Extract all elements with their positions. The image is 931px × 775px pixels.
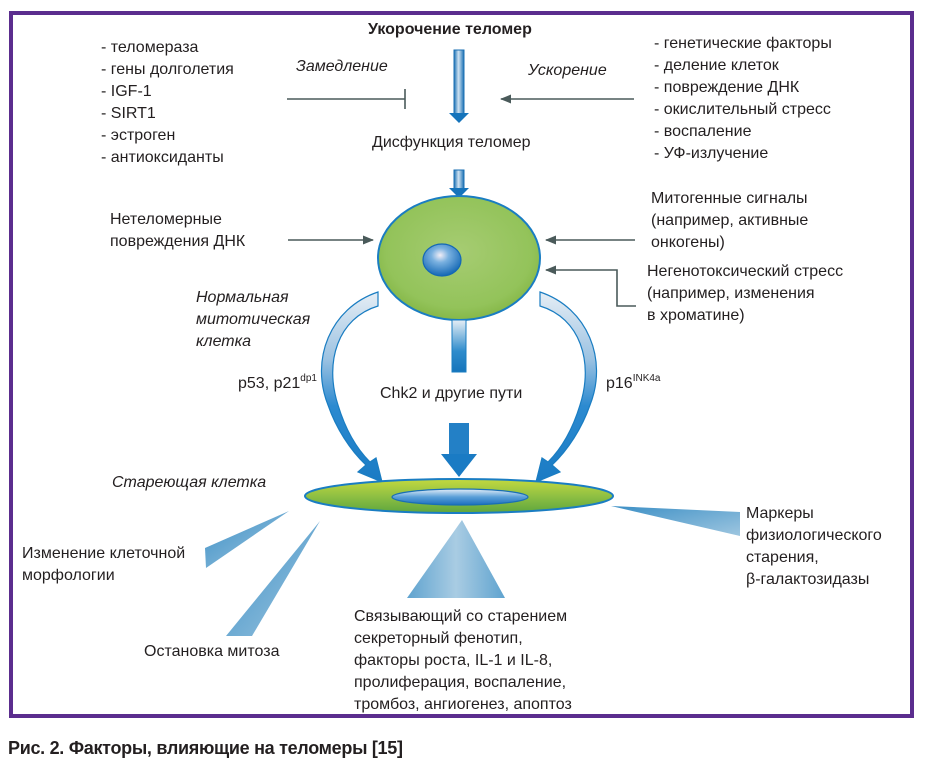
inhibition-connector xyxy=(287,89,406,109)
normal-cell-line: клетка xyxy=(196,333,252,350)
acceleration-label: Ускорение xyxy=(528,62,607,79)
mitogenic-line: онкогены) xyxy=(651,234,725,251)
markers-line: β-галактозидазы xyxy=(746,571,870,588)
arrow-dysfunction-to-cell xyxy=(449,169,469,198)
pathway-p16-superscript: INK4a xyxy=(632,373,661,384)
slowdown-label: Замедление xyxy=(296,58,388,75)
left-pathway-arrow xyxy=(320,291,383,484)
slowdown-factor: - теломераза xyxy=(101,39,199,56)
sasp-line: Связывающий со старением xyxy=(354,608,568,625)
slowdown-factor-list: - теломераза - гены долголетия - IGF-1 -… xyxy=(101,37,234,169)
non-telomeric-damage-label: Нетеломерные повреждения ДНК xyxy=(110,209,245,253)
markers-line: старения, xyxy=(746,549,819,566)
pathway-p53-text: p53, p21 xyxy=(238,375,301,392)
senescent-cell-nucleus xyxy=(391,488,529,506)
pathway-p53-p21-label: p53, p21dp1 xyxy=(238,373,317,395)
mitosis-arrest-label: Остановка митоза xyxy=(144,643,280,660)
pathway-chk2-label: Chk2 и другие пути xyxy=(380,385,523,402)
mitogenic-line: (например, активные xyxy=(651,212,809,229)
markers-wedge xyxy=(611,506,740,536)
normal-mitotic-cell-label: Нормальная митотическая клетка xyxy=(196,287,310,353)
non-telomeric-line: Нетеломерные xyxy=(110,211,222,228)
normal-cell-nucleus xyxy=(422,243,462,277)
morphology-change-label: Изменение клеточной морфологии xyxy=(22,543,185,587)
normal-cell xyxy=(377,195,541,321)
sasp-line: факторы роста, IL-1 и IL-8, xyxy=(354,652,553,669)
senescent-cell-label: Стареющая клетка xyxy=(112,474,267,491)
pathway-p21-superscript: dp1 xyxy=(300,373,317,384)
sasp-triangle xyxy=(407,520,505,598)
normal-cell-line: митотическая xyxy=(196,311,311,328)
mitosis-wedge xyxy=(226,521,320,636)
normal-cell-line: Нормальная xyxy=(196,289,289,306)
non-genotoxic-stress-label: Негенотоксический стресс (например, изме… xyxy=(647,261,843,327)
morphology-line: морфологии xyxy=(22,567,115,584)
pathway-p16-text: p16 xyxy=(606,375,633,392)
pathway-p16-label: p16INK4a xyxy=(606,373,661,395)
arrow-shortening-to-dysfunction xyxy=(449,49,469,123)
markers-line: физиологического xyxy=(746,527,882,544)
markers-line: Маркеры xyxy=(746,505,814,522)
slowdown-factor: - SIRT1 xyxy=(101,105,156,122)
slowdown-factor: - антиоксиданты xyxy=(101,149,224,166)
figure-frame xyxy=(9,11,914,718)
figure-caption: Рис. 2. Факторы, влияющие на теломеры [1… xyxy=(8,738,403,758)
senescent-cell xyxy=(304,478,614,514)
non-genotoxic-line: (например, изменения xyxy=(647,285,815,302)
center-pathway-arrow xyxy=(441,319,477,477)
slowdown-factor: - IGF-1 xyxy=(101,83,152,100)
slowdown-factor: - гены долголетия xyxy=(101,61,234,78)
mitogenic-line: Митогенные сигналы xyxy=(651,190,808,207)
right-pathway-arrow xyxy=(535,291,598,484)
aging-markers-label: Маркеры физиологического старения, β-гал… xyxy=(746,503,882,591)
acceleration-factor: - УФ-излучение xyxy=(654,145,769,162)
acceleration-factor-list: - генетические факторы - деление клеток … xyxy=(654,33,832,165)
morphology-wedge xyxy=(205,511,289,568)
acceleration-factor: - деление клеток xyxy=(654,57,779,74)
non-genotoxic-line: в хроматине) xyxy=(647,307,745,324)
sasp-label: Связывающий со старением секреторный фен… xyxy=(354,606,572,716)
sasp-line: пролиферация, воспаление, xyxy=(354,674,567,691)
title-telomere-shortening: Укорочение теломер xyxy=(368,21,532,38)
mitogenic-signals-label: Митогенные сигналы (например, активные о… xyxy=(651,188,808,254)
non-genotoxic-line: Негенотоксический стресс xyxy=(647,263,844,280)
slowdown-factor: - эстроген xyxy=(101,127,176,144)
non-genotoxic-arrow xyxy=(544,265,636,307)
acceleration-factor: - генетические факторы xyxy=(654,35,832,52)
acceleration-factor: - воспаление xyxy=(654,123,752,140)
morphology-line: Изменение клеточной xyxy=(22,545,186,562)
sasp-line: секреторный фенотип, xyxy=(354,630,523,647)
acceleration-factor: - повреждение ДНК xyxy=(654,79,800,96)
acceleration-factor: - окислительный стресс xyxy=(654,101,831,118)
telomere-dysfunction-label: Дисфункция теломер xyxy=(372,134,531,151)
sasp-line: тромбоз, ангиогенез, апоптоз xyxy=(354,696,572,713)
non-telomeric-line: повреждения ДНК xyxy=(110,233,246,250)
